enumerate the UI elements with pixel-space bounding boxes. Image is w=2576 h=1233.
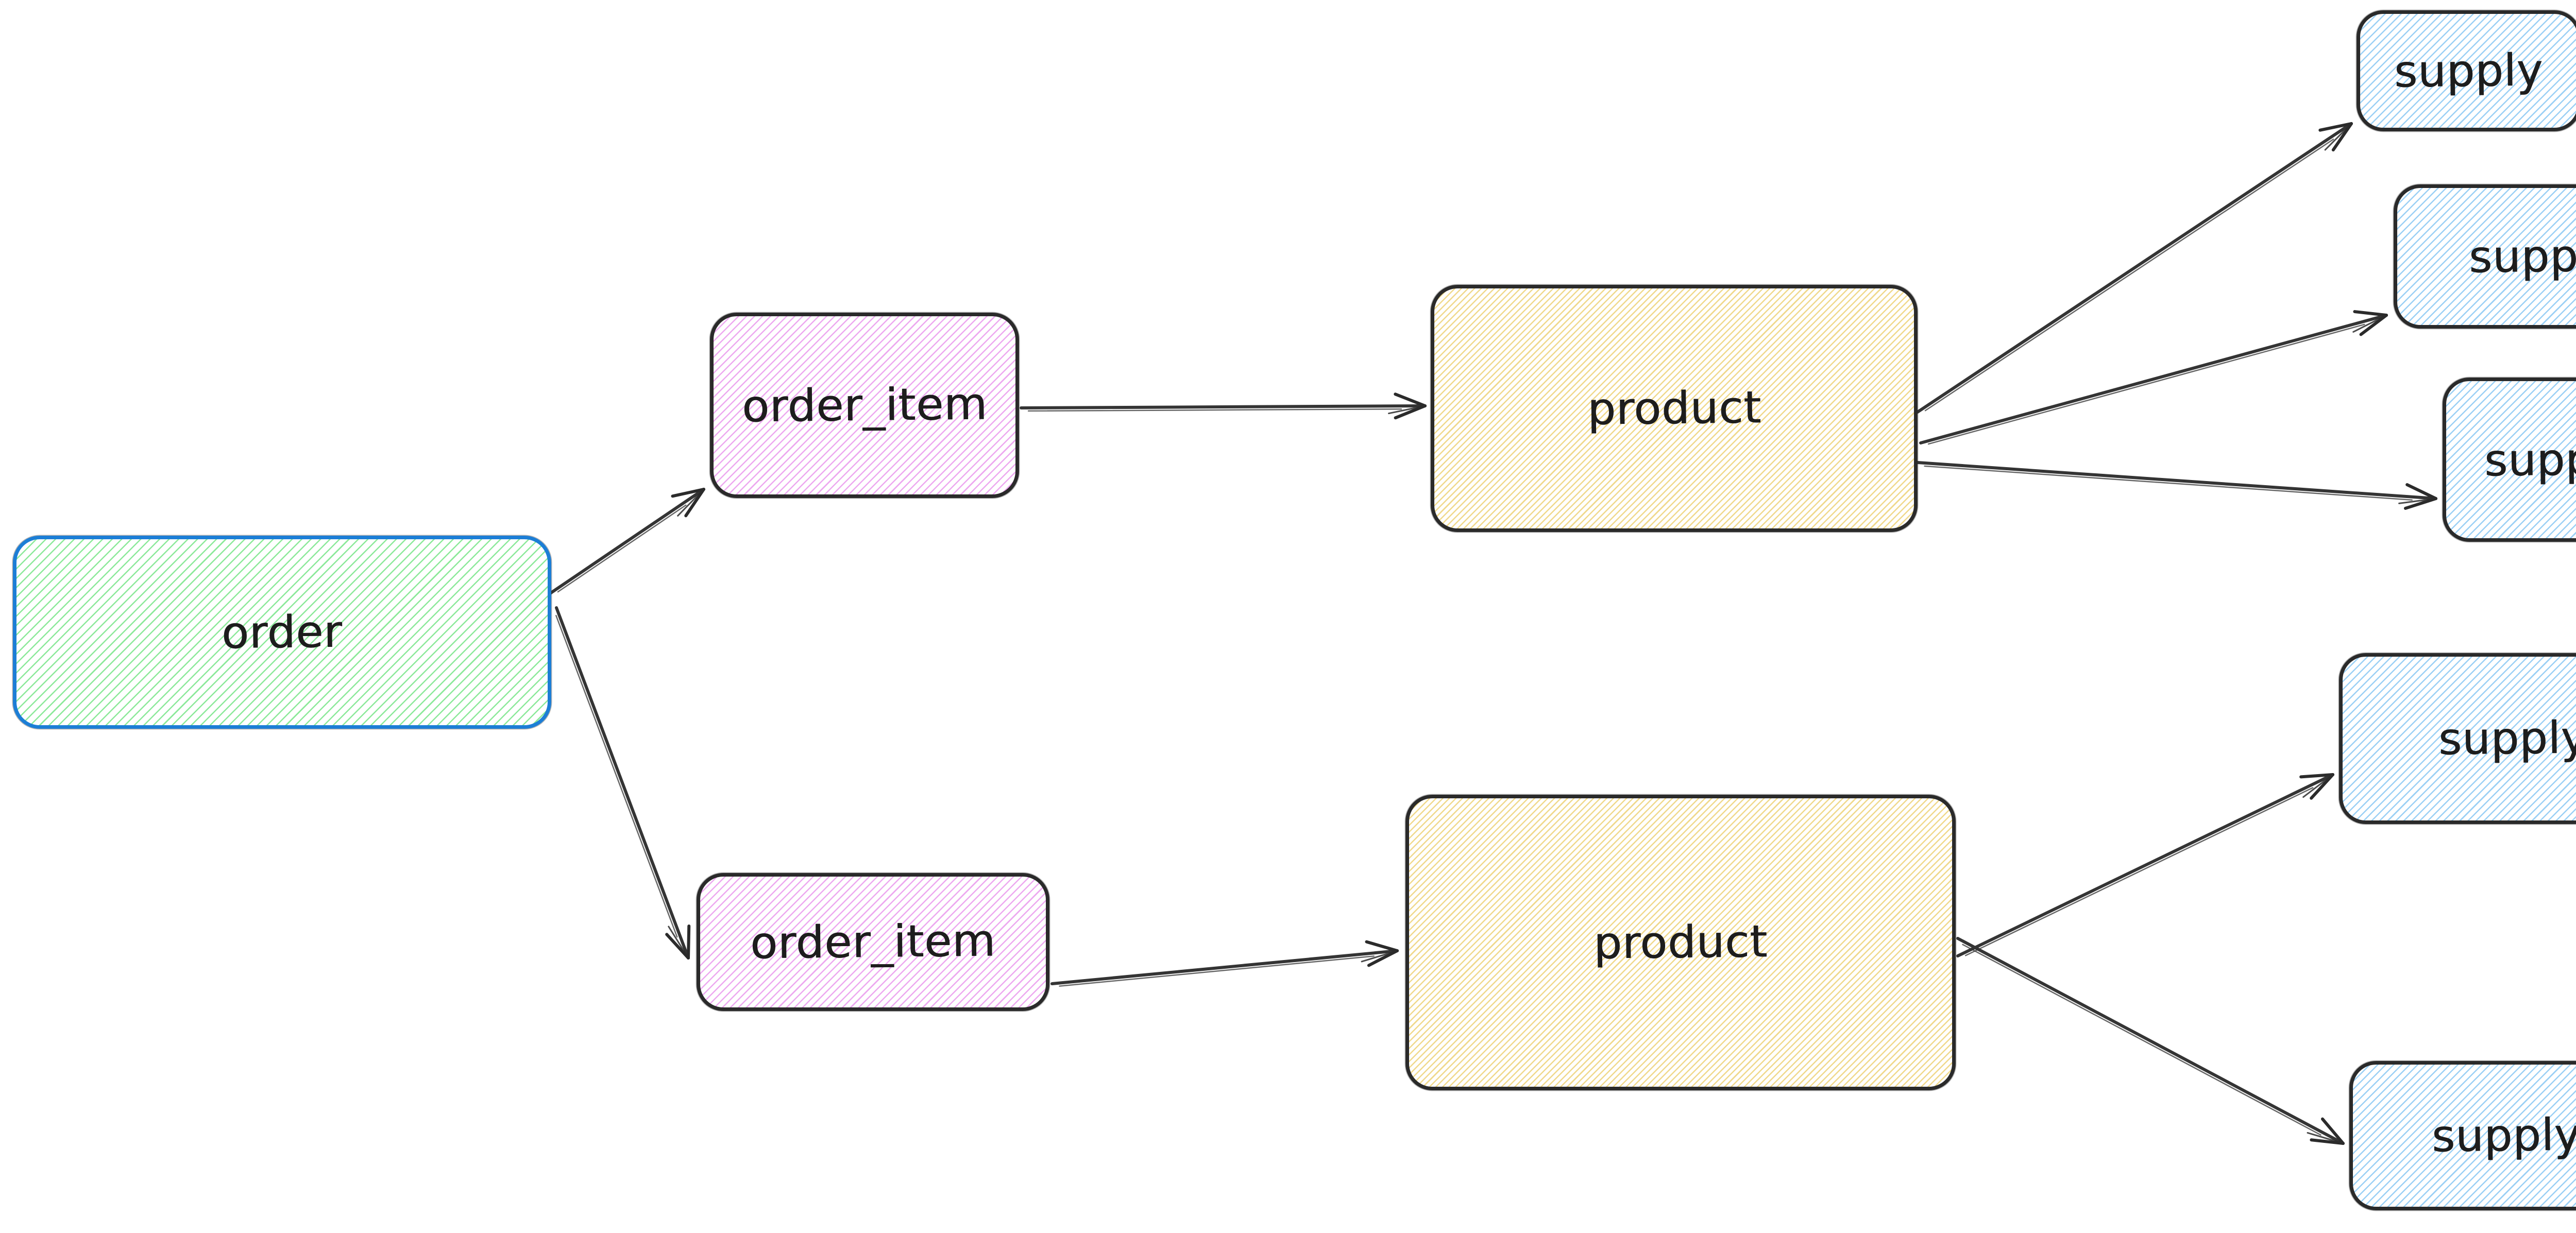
node-order_item_bottom[interactable]: order_item: [697, 873, 1049, 1011]
node-label-product_top: product: [1587, 382, 1761, 435]
arrow-order_item_top-to-product_top[interactable]: [1020, 392, 1427, 420]
node-order_item_top[interactable]: order_item: [710, 313, 1019, 498]
arrow-product_top-to-supply_1[interactable]: [1916, 122, 2353, 414]
arrow-order-to-order_item_bottom[interactable]: [555, 606, 691, 960]
node-supply_2[interactable]: supply: [2394, 184, 2576, 329]
node-product_bottom[interactable]: product: [1405, 795, 1956, 1090]
node-label-supply_1: supply: [2394, 44, 2544, 98]
arrow-product_top-to-supply_2[interactable]: [1919, 310, 2388, 445]
arrow-product_top-to-supply_3[interactable]: [1916, 461, 2437, 510]
node-order[interactable]: order: [13, 536, 551, 729]
node-supply_1[interactable]: supply: [2357, 10, 2576, 131]
arrow-product_bottom-to-supply_5[interactable]: [1956, 937, 2345, 1145]
node-product_top[interactable]: product: [1431, 285, 1918, 532]
node-supply_5[interactable]: supply: [2349, 1061, 2576, 1210]
arrow-order_item_bottom-to-product_bottom[interactable]: [1050, 940, 1399, 987]
node-supply_4[interactable]: supply: [2339, 653, 2576, 824]
node-label-supply_2: supply: [2468, 230, 2576, 283]
arrow-product_bottom-to-supply_4[interactable]: [1956, 773, 2334, 957]
node-label-product_bottom: product: [1593, 916, 1768, 969]
node-label-supply_5: supply: [2431, 1109, 2576, 1162]
node-label-order: order: [221, 606, 343, 659]
arrow-order-to-order_item_top[interactable]: [549, 488, 705, 595]
node-label-order_item_top: order_item: [741, 378, 988, 433]
node-label-order_item_bottom: order_item: [750, 915, 996, 969]
node-label-supply_3: supply: [2484, 433, 2576, 487]
node-supply_3[interactable]: supply: [2443, 378, 2576, 542]
node-label-supply_4: supply: [2438, 712, 2576, 765]
